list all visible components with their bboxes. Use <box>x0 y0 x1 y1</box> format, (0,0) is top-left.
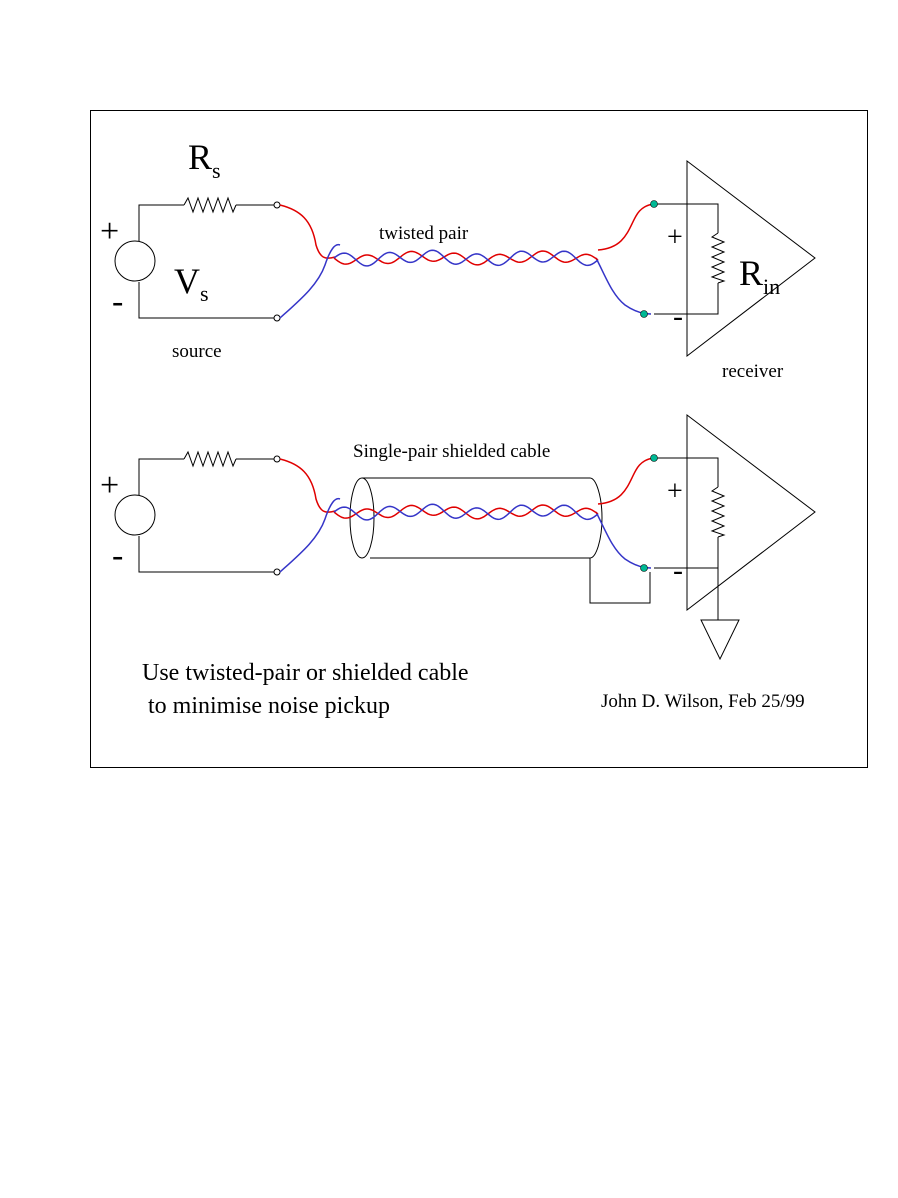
top-source-wire-lower <box>138 282 274 319</box>
top-red-wire-right <box>597 203 654 251</box>
bottom-rx-minus-sign: - <box>673 554 683 587</box>
top-rx-minus-sign: - <box>673 300 683 333</box>
shield-drain-wire <box>589 558 651 604</box>
top-cable-label: twisted pair <box>379 223 469 244</box>
bottom-red-wire <box>279 458 336 513</box>
ground-symbol <box>700 619 740 661</box>
bottom-voltage-source <box>114 494 156 536</box>
caption-line-2: to minimise noise pickup <box>142 693 390 719</box>
bottom-receiver-wires <box>654 457 719 569</box>
bottom-receiver-triangle <box>686 413 816 612</box>
bottom-circuit <box>114 413 816 661</box>
bottom-rx-terminal-plus <box>650 454 658 462</box>
bottom-minus-sign: - <box>112 537 123 574</box>
top-source-terminal-plus <box>273 201 281 209</box>
bottom-source-terminal-plus <box>273 455 281 463</box>
shield-body <box>362 477 603 559</box>
top-receiver-wires <box>654 203 719 315</box>
top-circuit <box>114 159 816 358</box>
bottom-source-wire-upper <box>138 458 274 495</box>
bottom-source-terminal-minus <box>273 568 281 576</box>
diagram-frame <box>90 110 868 768</box>
top-rin-label: Rin <box>739 253 780 299</box>
bottom-plus-sign: + <box>100 467 119 504</box>
bottom-source-wire-lower <box>138 536 274 573</box>
top-rx-terminal-minus <box>640 310 648 318</box>
author-credit: John D. Wilson, Feb 25/99 <box>601 691 805 712</box>
bottom-blue-wire-right <box>595 511 652 569</box>
top-rs-label: Rs <box>188 137 221 183</box>
top-vs-label: Vs <box>174 261 209 306</box>
top-blue-wire <box>279 243 341 319</box>
bottom-rs-resistor <box>183 450 237 468</box>
bottom-twisted-pair <box>333 503 599 521</box>
bottom-rin-resistor <box>710 486 726 538</box>
top-rs-resistor <box>183 196 237 214</box>
bottom-blue-wire <box>279 497 341 573</box>
bottom-rx-plus-sign: + <box>667 476 683 507</box>
top-rin-resistor <box>710 232 726 284</box>
top-plus-sign: + <box>100 213 119 250</box>
top-source-terminal-minus <box>273 314 281 322</box>
top-source-label: source <box>172 341 222 362</box>
top-voltage-source <box>114 240 156 282</box>
bottom-rx-terminal-minus <box>640 564 648 572</box>
top-minus-sign: - <box>112 283 123 320</box>
bottom-red-wire-right <box>597 457 654 505</box>
top-source-wire-upper <box>138 204 274 241</box>
caption-line-1: Use twisted-pair or shielded cable <box>142 660 469 686</box>
top-receiver-label: receiver <box>722 361 784 382</box>
top-twisted-pair <box>333 249 599 267</box>
top-blue-wire-right <box>595 257 652 315</box>
top-rx-plus-sign: + <box>667 222 683 253</box>
top-rx-terminal-plus <box>650 200 658 208</box>
top-red-wire <box>279 204 336 259</box>
top-receiver-triangle <box>686 159 816 358</box>
bottom-cable-label: Single-pair shielded cable <box>353 441 550 462</box>
